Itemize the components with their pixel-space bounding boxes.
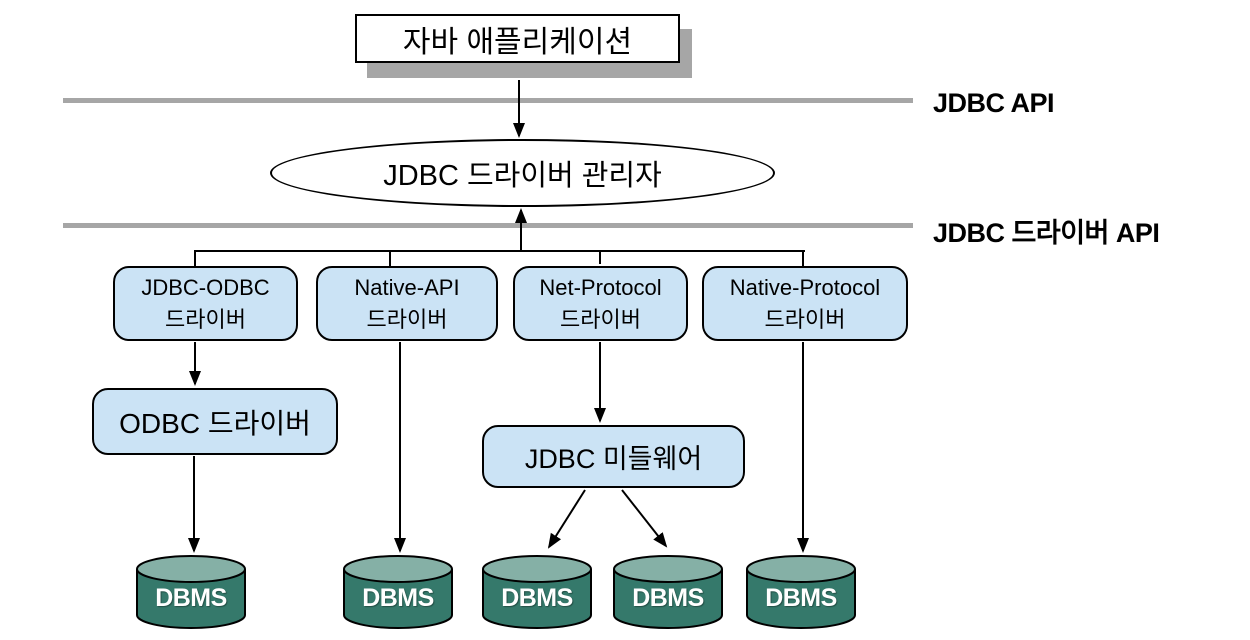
node-jdbc-odbc-driver: JDBC-ODBC 드라이버	[113, 266, 298, 341]
node-dbms-1-label: DBMS	[155, 584, 227, 612]
node-native-api-driver-label: Native-API 드라이버	[354, 274, 460, 332]
node-jdbc-driver-manager: JDBC 드라이버 관리자	[270, 139, 775, 207]
node-dbms-5-label: DBMS	[765, 584, 837, 612]
jdbc-driver-api-layer-label: JDBC 드라이버 API	[933, 218, 1160, 248]
node-net-protocol-driver-label: Net-Protocol 드라이버	[539, 274, 662, 332]
database-cylinder-icon	[613, 555, 723, 629]
jdbc-api-layer-label: JDBC API	[933, 88, 1055, 118]
driver-fanout-connector	[194, 250, 805, 266]
node-java-application: 자바 애플리케이션	[355, 14, 680, 63]
node-jdbc-driver-manager-label: JDBC 드라이버 관리자	[383, 160, 662, 192]
node-native-api-driver: Native-API 드라이버	[316, 266, 498, 341]
database-cylinder-icon	[343, 555, 453, 629]
arrow-middleware-to-dbms4	[621, 489, 668, 548]
node-odbc-driver-label: ODBC 드라이버	[119, 407, 311, 439]
node-odbc-driver: ODBC 드라이버	[92, 388, 338, 455]
jdbc-driver-api-layer-line	[63, 223, 913, 228]
database-cylinder-icon	[746, 555, 856, 629]
node-net-protocol-driver: Net-Protocol 드라이버	[513, 266, 688, 341]
node-jdbc-odbc-driver-label: JDBC-ODBC 드라이버	[141, 274, 270, 332]
jdbc-api-layer-line	[63, 98, 913, 103]
arrow-middleware-to-dbms3	[547, 489, 586, 549]
node-java-application-label: 자바 애플리케이션	[402, 25, 633, 59]
node-jdbc-middleware: JDBC 미들웨어	[482, 425, 745, 488]
database-cylinder-icon	[136, 555, 246, 629]
node-dbms-5: DBMS	[745, 554, 857, 630]
node-dbms-4: DBMS	[612, 554, 724, 630]
database-cylinder-icon	[482, 555, 592, 629]
node-native-protocol-driver: Native-Protocol 드라이버	[702, 266, 908, 341]
node-native-protocol-driver-label: Native-Protocol 드라이버	[729, 274, 881, 332]
node-dbms-2-label: DBMS	[362, 584, 434, 612]
node-dbms-3-label: DBMS	[501, 584, 573, 612]
node-dbms-3: DBMS	[481, 554, 593, 630]
node-jdbc-middleware-label: JDBC 미들웨어	[524, 444, 703, 474]
node-dbms-2: DBMS	[342, 554, 454, 630]
node-dbms-1: DBMS	[135, 554, 247, 630]
node-dbms-4-label: DBMS	[632, 584, 704, 612]
